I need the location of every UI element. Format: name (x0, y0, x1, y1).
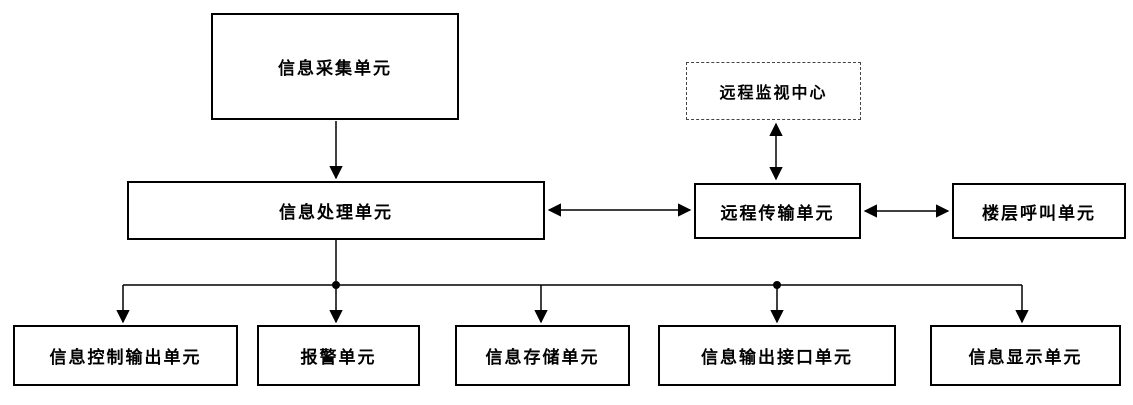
node-floor-call-label: 楼层呼叫单元 (982, 203, 1096, 223)
node-info-control-output-label: 信息控制输出单元 (49, 348, 202, 367)
node-remote-transmission: 远程传输单元 (694, 183, 861, 239)
node-info-storage-label: 信息存储单元 (485, 348, 600, 367)
node-info-control-output: 信息控制输出单元 (13, 325, 238, 386)
node-info-output-interface: 信息输出接口单元 (658, 325, 896, 386)
junction-dot-right (773, 281, 781, 289)
node-info-storage: 信息存储单元 (455, 325, 630, 386)
node-remote-monitor-label: 远程监视中心 (719, 85, 828, 102)
node-floor-call: 楼层呼叫单元 (952, 183, 1126, 239)
node-info-collection: 信息采集单元 (211, 13, 459, 120)
node-remote-monitor: 远程监视中心 (686, 62, 861, 120)
node-info-collection-label: 信息采集单元 (278, 59, 392, 78)
junction-dot-left (332, 281, 340, 289)
node-alarm: 报警单元 (257, 325, 420, 386)
node-info-processing: 信息处理单元 (127, 181, 545, 240)
node-info-processing-label: 信息处理单元 (279, 203, 393, 222)
node-info-output-interface-label: 信息输出接口单元 (701, 348, 853, 367)
node-alarm-label: 报警单元 (300, 348, 377, 367)
node-info-display: 信息显示单元 (930, 325, 1121, 386)
node-info-display-label: 信息显示单元 (968, 348, 1083, 367)
node-remote-transmission-label: 远程传输单元 (720, 203, 835, 223)
